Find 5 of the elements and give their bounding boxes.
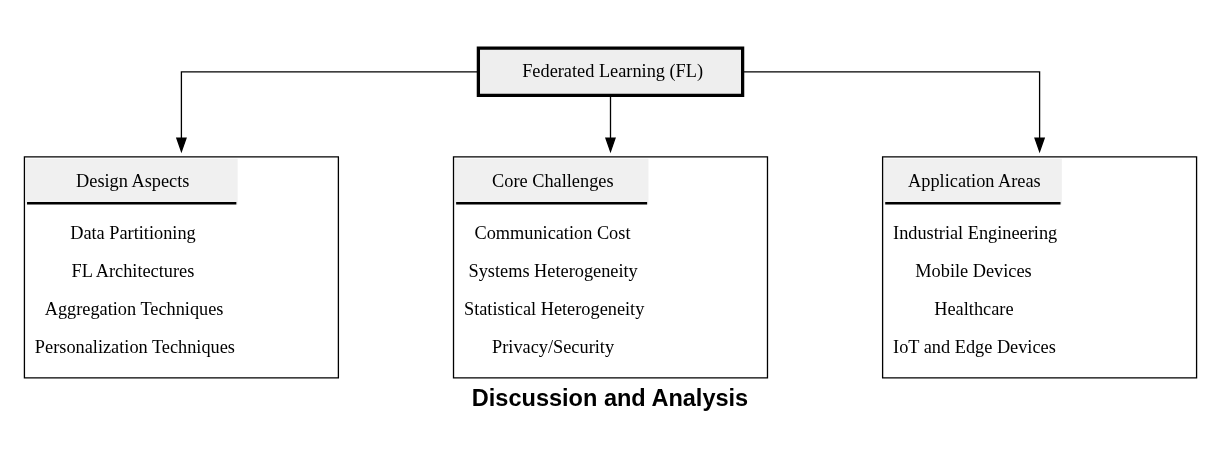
node-box: Federated Learning (FL) [476, 46, 745, 97]
caption: Discussion and Analysis [471, 384, 749, 411]
arrow [742, 70, 1046, 153]
arrow [175, 70, 479, 153]
arrow [605, 94, 616, 153]
